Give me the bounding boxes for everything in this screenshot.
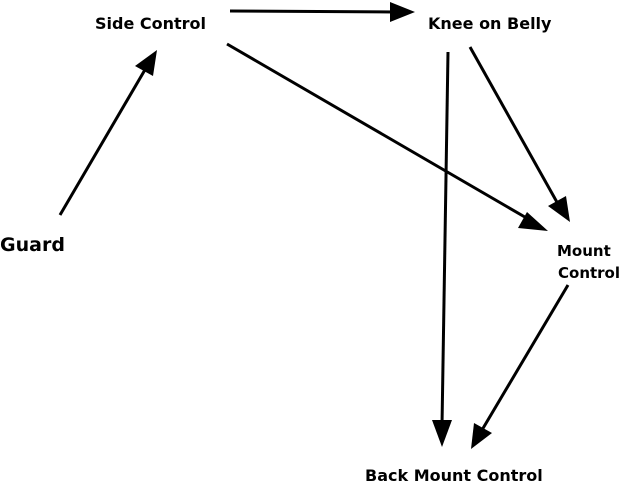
edge-knee-on-belly-to-back-mount-control: [432, 51, 452, 447]
edge-side-control-to-knee-on-belly: [229, 2, 415, 22]
node-mount-control-line2: Control: [558, 264, 621, 282]
edge-guard-to-side-control: [58, 50, 157, 216]
edge-side-control-to-mount-control: [226, 42, 548, 231]
edge-knee-on-belly-to-mount-control: [468, 46, 570, 222]
node-knee-on-belly: Knee on Belly: [428, 14, 552, 33]
node-side-control: Side Control: [95, 14, 207, 33]
node-mount-control-line1: Mount: [557, 242, 611, 260]
node-guard: Guard: [0, 234, 65, 256]
node-back-mount-control: Back Mount Control: [365, 466, 543, 485]
node-mount-control: Mount Control: [557, 240, 620, 284]
edge-mount-control-to-back-mount-control: [471, 284, 570, 449]
